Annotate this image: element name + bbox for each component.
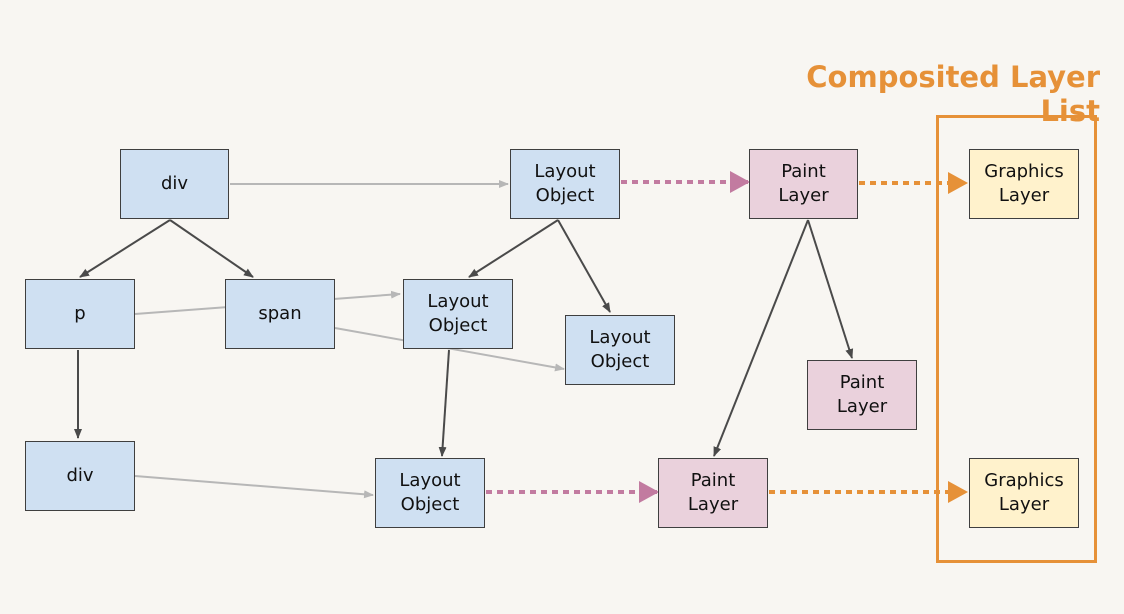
layout-object-mid: Layout Object bbox=[403, 279, 513, 349]
paint-layer-bottom: Paint Layer bbox=[658, 458, 768, 528]
paint-layer-mid: Paint Layer bbox=[807, 360, 917, 430]
edge-div-child-to-layout bbox=[134, 475, 374, 499]
edge-layout-mid-to-bottom bbox=[438, 349, 450, 457]
edge-paint-top-to-bottom bbox=[713, 219, 809, 457]
layout-object-root: Layout Object bbox=[510, 149, 620, 219]
edge-layout-root-to-right bbox=[557, 219, 611, 313]
composited-layer-list-frame bbox=[936, 115, 1097, 563]
edge-div-to-span bbox=[169, 219, 254, 278]
layout-object-right: Layout Object bbox=[565, 315, 675, 385]
edge-div-to-p bbox=[79, 219, 171, 278]
graphics-layer-top: Graphics Layer bbox=[969, 149, 1079, 219]
paint-layer-top: Paint Layer bbox=[749, 149, 858, 219]
dom-node-div-root: div bbox=[120, 149, 229, 219]
dom-node-span: span bbox=[225, 279, 335, 349]
dom-node-div-child: div bbox=[25, 441, 135, 511]
dom-node-p: p bbox=[25, 279, 135, 349]
composited-layer-list-title: Composited Layer List bbox=[806, 60, 1100, 128]
edge-paint-top-to-mid bbox=[807, 219, 854, 359]
layout-object-bottom: Layout Object bbox=[375, 458, 485, 528]
edge-layout-root-to-mid bbox=[468, 219, 559, 278]
graphics-layer-bottom: Graphics Layer bbox=[969, 458, 1079, 528]
